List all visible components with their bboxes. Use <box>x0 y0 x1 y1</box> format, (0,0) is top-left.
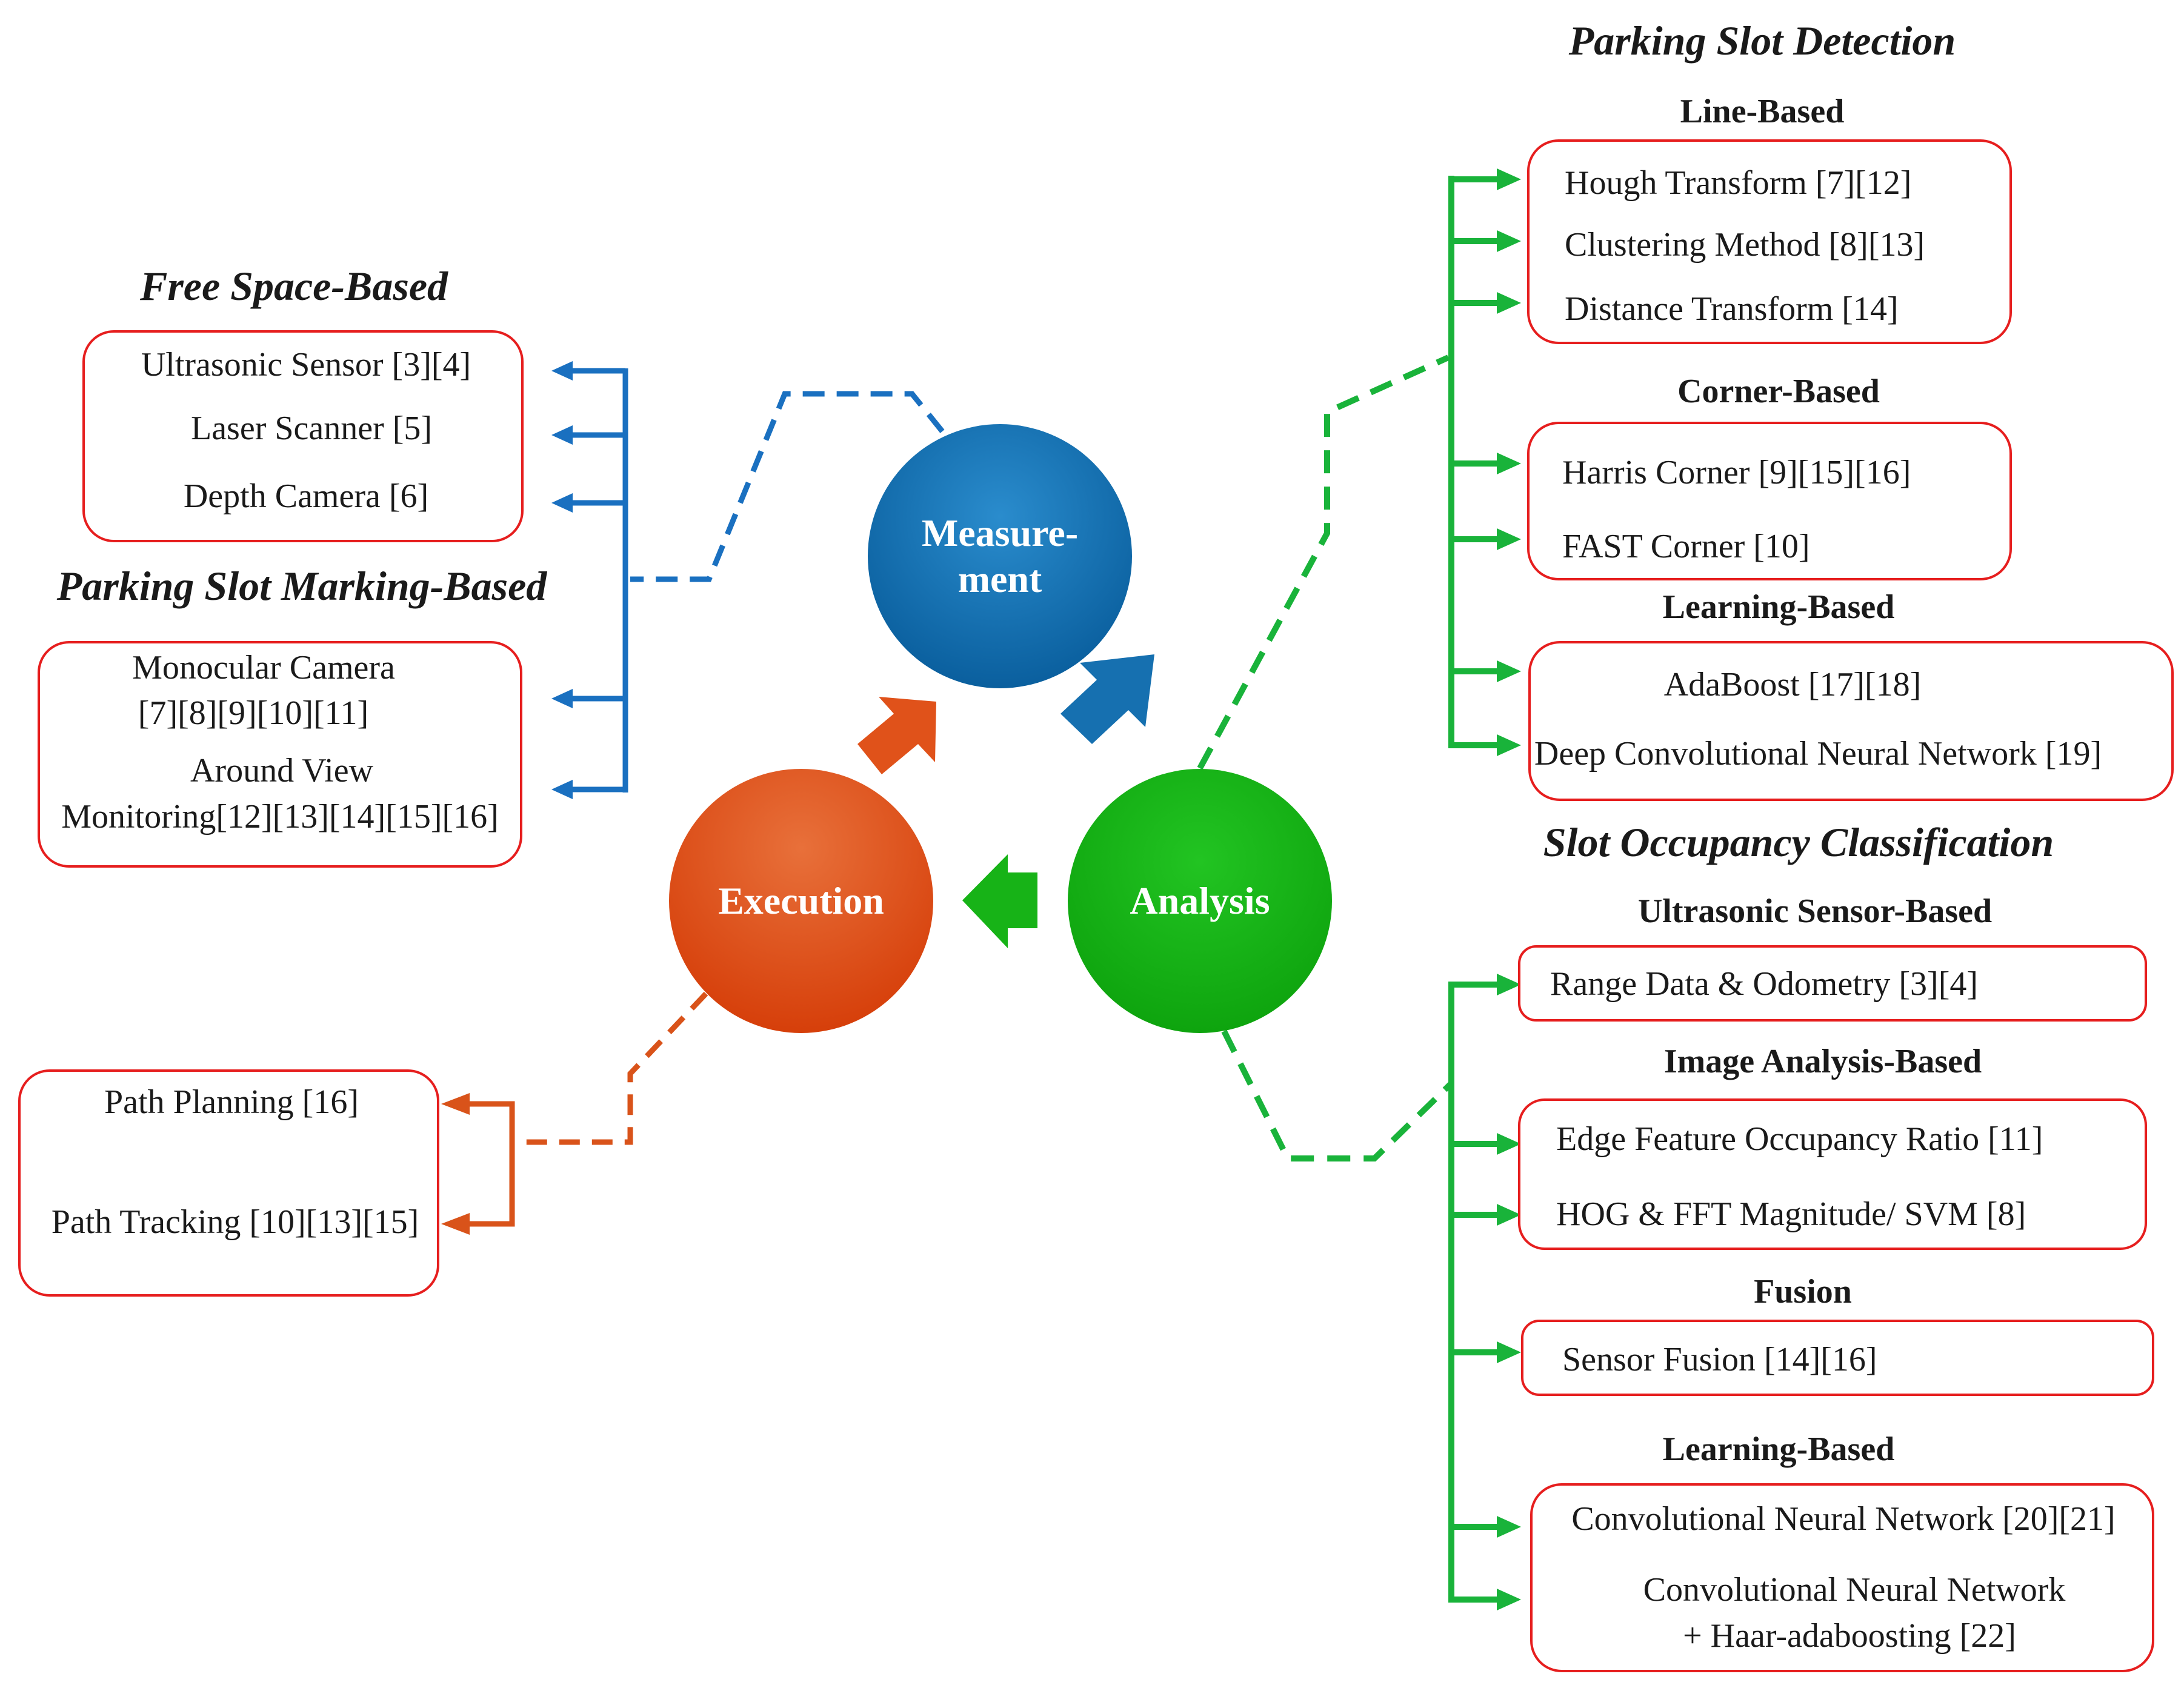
marking-item-monitoring: Monitoring[12][13][14][15][16] <box>61 798 499 836</box>
marking-title: Parking Slot Marking-Based <box>56 563 547 609</box>
measurement-circle <box>868 424 1132 688</box>
free-space-item-ultrasonic: Ultrasonic Sensor [3][4] <box>141 346 471 384</box>
occupancy-title: Slot Occupancy Classification <box>1543 819 2054 865</box>
cycle-arrow-measurement-to-analysis <box>1060 654 1154 744</box>
analysis-node-label: Analysis <box>1130 879 1270 922</box>
image-based-box <box>1518 1098 2147 1250</box>
blue-arrowheads <box>551 361 573 799</box>
learning-based-box-1 <box>1528 641 2174 801</box>
learning-item-adaboost: AdaBoost [17][18] <box>1663 666 1922 703</box>
execution-node-label: Execution <box>718 879 884 922</box>
measurement-node-label: Measure- ment <box>921 511 1079 600</box>
free-space-title: Free Space-Based <box>139 263 448 309</box>
learning-based-box-2 <box>1530 1483 2154 1672</box>
marking-box <box>38 641 522 868</box>
marking-item-around-view: Around View <box>190 752 374 789</box>
ultrasonic-based-box <box>1518 945 2147 1022</box>
learning-item-cnn-haar-1: Convolutional Neural Network <box>1643 1571 2066 1609</box>
image-based-heading: Image Analysis-Based <box>1663 1043 1982 1080</box>
analysis-circle <box>1068 769 1332 1033</box>
line-item-distance: Distance Transform [14] <box>1565 290 1899 328</box>
execution-box <box>18 1069 439 1297</box>
fusion-item-sensor: Sensor Fusion [14][16] <box>1562 1341 1877 1378</box>
free-space-item-depth: Depth Camera [6] <box>183 477 429 515</box>
execution-connector <box>467 991 708 1227</box>
ultrasonic-based-heading: Ultrasonic Sensor-Based <box>1637 892 1993 930</box>
learning-based-heading-1: Learning-Based <box>1662 588 1895 626</box>
orange-arrowheads <box>441 1093 470 1235</box>
marking-item-monocular: Monocular Camera <box>132 649 395 686</box>
execution-circle <box>669 769 933 1033</box>
corner-item-fast: FAST Corner [10] <box>1562 528 1810 565</box>
line-based-heading: Line-Based <box>1680 93 1845 130</box>
image-item-edge: Edge Feature Occupancy Ratio [11] <box>1556 1120 2043 1158</box>
cycle-arrow-analysis-to-execution <box>962 854 1037 948</box>
learning-item-deep-cnn: Deep Convolutional Neural Network [19] <box>1534 735 2102 773</box>
ultrasonic-item-range: Range Data & Odometry [3][4] <box>1550 965 1978 1003</box>
line-based-box <box>1527 139 2012 344</box>
line-item-hough: Hough Transform [7][12] <box>1565 164 1912 202</box>
learning-item-cnn: Convolutional Neural Network [20][21] <box>1571 1500 2116 1538</box>
learning-based-heading-2: Learning-Based <box>1662 1430 1895 1468</box>
line-item-clustering: Clustering Method [8][13] <box>1565 226 1925 264</box>
marking-item-monocular-refs: [7][8][9][10][11] <box>138 694 369 732</box>
image-item-hog: HOG & FFT Magnitude/ SVM [8] <box>1556 1195 2026 1233</box>
measurement-connector <box>564 368 945 792</box>
execution-item-path-tracking: Path Tracking [10][13][15] <box>51 1203 419 1241</box>
corner-based-box <box>1527 422 2012 580</box>
free-space-box <box>82 330 524 542</box>
fusion-heading: Fusion <box>1754 1273 1852 1311</box>
detection-title: Parking Slot Detection <box>1568 18 1956 64</box>
learning-item-cnn-haar-2: + Haar-adaboosting [22] <box>1683 1617 2016 1655</box>
analysis-occupancy-connector <box>1221 982 1500 1603</box>
execution-item-path-planning: Path Planning [16] <box>104 1083 359 1121</box>
corner-item-harris: Harris Corner [9][15][16] <box>1562 454 1911 491</box>
fusion-box <box>1521 1320 2154 1396</box>
cycle-arrow-execution-to-measurement <box>857 697 936 774</box>
analysis-detection-connector <box>1197 176 1500 770</box>
free-space-item-laser: Laser Scanner [5] <box>190 410 433 447</box>
green-lower-arrowheads <box>1497 974 1521 1610</box>
corner-based-heading: Corner-Based <box>1677 373 1880 410</box>
green-upper-arrowheads <box>1497 168 1521 756</box>
